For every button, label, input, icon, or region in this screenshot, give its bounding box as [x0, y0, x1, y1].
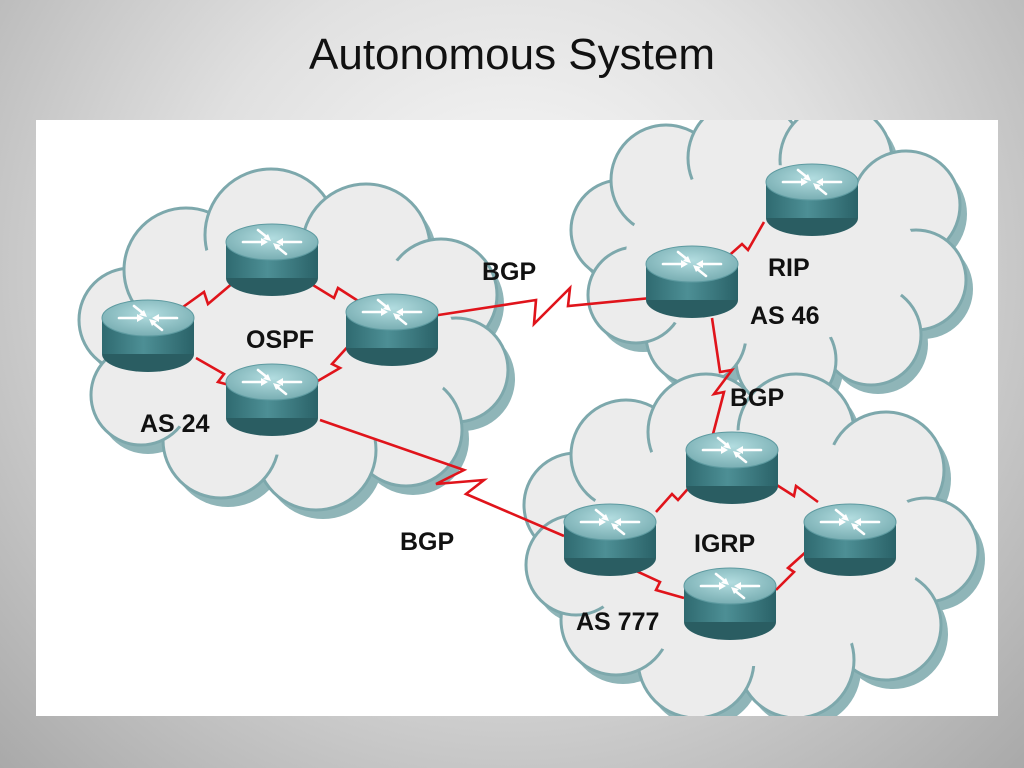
router-icon [562, 502, 658, 578]
bgp-label-as46-as777: BGP [730, 384, 784, 412]
link-ospf-left-top [175, 281, 235, 314]
router-icon [100, 298, 196, 374]
ospf-label: OSPF [246, 326, 314, 354]
router-icon [684, 430, 780, 506]
link-rip [723, 221, 766, 261]
link-ospf-right-bottom [315, 341, 353, 384]
link-bgp-as24-as46 [431, 284, 673, 328]
igrp-label: IGRP [694, 530, 755, 558]
as46-label: AS 46 [750, 302, 819, 330]
bgp-label-as24-as46: BGP [482, 258, 536, 286]
as777-label: AS 777 [576, 608, 659, 636]
as24-label: AS 24 [140, 410, 210, 438]
cloud-as46 [569, 120, 973, 419]
link-igrp-left-top [655, 481, 695, 513]
link-igrp-left-bottom [633, 568, 685, 600]
link-lines [175, 221, 819, 600]
router-icon [344, 292, 440, 368]
network-diagram: OSPF AS 24 RIP AS 46 IGRP AS 777 BGP BGP… [77, 120, 985, 716]
link-bgp-as24-as777 [319, 418, 565, 538]
router-icon [224, 222, 320, 298]
router-icon [682, 566, 778, 642]
link-igrp-bottom-right [775, 549, 809, 591]
router-icon [764, 162, 860, 238]
link-igrp-top-right [771, 480, 819, 504]
diagram-panel: OSPF AS 24 RIP AS 46 IGRP AS 777 BGP BGP… [36, 120, 998, 716]
router-icon [802, 502, 898, 578]
router-icon [644, 244, 740, 320]
bgp-label-as24-as777: BGP [400, 528, 454, 556]
rip-label: RIP [768, 254, 810, 282]
link-bgp-as46-as777 [710, 317, 735, 439]
link-ospf-top-right [307, 280, 367, 308]
router-icon [224, 362, 320, 438]
slide-title: Autonomous System [309, 30, 715, 79]
